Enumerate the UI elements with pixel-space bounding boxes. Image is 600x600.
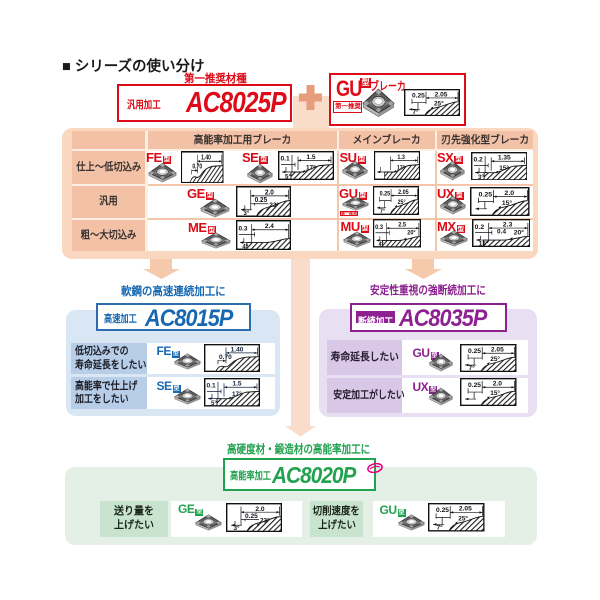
svg-text:0.25: 0.25 <box>436 507 449 514</box>
svg-text:3°: 3° <box>234 524 241 532</box>
svg-text:2.3: 2.3 <box>502 222 512 229</box>
svg-text:0.25: 0.25 <box>245 512 258 519</box>
svg-text:0.25: 0.25 <box>468 382 481 389</box>
svg-text:0.25: 0.25 <box>479 192 493 199</box>
svg-text:2.05: 2.05 <box>398 189 409 196</box>
svg-text:0.25: 0.25 <box>468 348 481 355</box>
svg-text:0.3: 0.3 <box>375 224 383 231</box>
svg-text:7°: 7° <box>380 209 386 215</box>
svg-text:1.40: 1.40 <box>201 153 211 161</box>
svg-text:20°: 20° <box>407 230 416 236</box>
svg-text:3°: 3° <box>478 173 485 180</box>
svg-text:2.0: 2.0 <box>255 505 264 512</box>
svg-text:1.3: 1.3 <box>397 154 405 161</box>
svg-text:2.4: 2.4 <box>265 222 274 229</box>
svg-text:5°: 5° <box>285 173 291 180</box>
svg-text:7°: 7° <box>437 524 444 532</box>
svg-text:25°: 25° <box>458 515 468 523</box>
svg-text:0.70: 0.70 <box>219 354 232 361</box>
svg-text:15°: 15° <box>502 199 513 207</box>
svg-text:23°: 23° <box>260 516 270 524</box>
svg-text:4°: 4° <box>242 243 248 250</box>
svg-text:17°: 17° <box>232 390 242 398</box>
svg-text:23°: 23° <box>269 200 279 208</box>
svg-text:15°: 15° <box>499 164 509 172</box>
svg-text:15°: 15° <box>478 241 488 247</box>
svg-text:3°: 3° <box>243 208 249 216</box>
svg-text:0.1: 0.1 <box>280 156 289 163</box>
svg-text:5°: 5° <box>211 400 217 407</box>
svg-text:0.25: 0.25 <box>412 93 425 100</box>
svg-text:25°: 25° <box>434 101 444 108</box>
svg-text:0.2: 0.2 <box>473 156 483 163</box>
svg-text:0.3: 0.3 <box>238 225 247 232</box>
svg-text:2.0: 2.0 <box>265 189 274 196</box>
svg-text:25°: 25° <box>490 355 500 363</box>
svg-text:0.25: 0.25 <box>255 196 268 203</box>
svg-text:2.5: 2.5 <box>398 221 406 228</box>
svg-text:4°: 4° <box>378 242 384 248</box>
svg-text:20°: 20° <box>513 229 524 237</box>
svg-text:0.4: 0.4 <box>497 228 507 235</box>
svg-text:1.40: 1.40 <box>231 347 244 354</box>
svg-text:1.35: 1.35 <box>497 154 510 161</box>
svg-text:15°: 15° <box>490 389 500 397</box>
svg-text:2.0: 2.0 <box>493 381 503 388</box>
svg-text:13°: 13° <box>397 165 406 172</box>
svg-text:1.5: 1.5 <box>306 154 315 161</box>
svg-text:2.05: 2.05 <box>459 506 472 513</box>
svg-text:2.0: 2.0 <box>504 190 514 197</box>
svg-text:0.2: 0.2 <box>474 224 484 231</box>
svg-text:7°: 7° <box>469 364 476 372</box>
svg-text:2.05: 2.05 <box>491 347 504 354</box>
svg-text:2.05: 2.05 <box>435 91 448 98</box>
svg-text:25°: 25° <box>398 199 407 206</box>
svg-text:17°: 17° <box>306 163 316 171</box>
svg-text:7°: 7° <box>413 109 420 116</box>
svg-text:0.25: 0.25 <box>380 191 391 198</box>
svg-text:0.1: 0.1 <box>207 382 217 389</box>
svg-text:1.5: 1.5 <box>232 381 242 388</box>
